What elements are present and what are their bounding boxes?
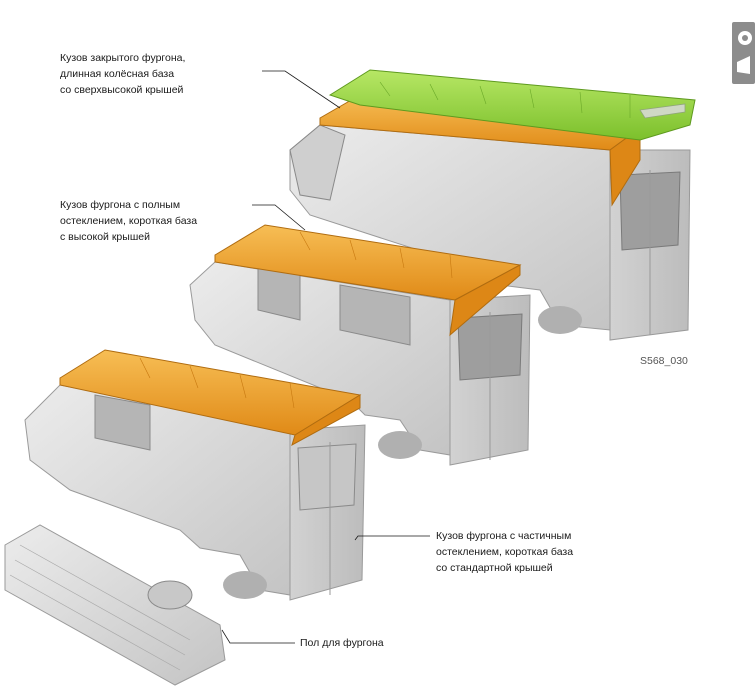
label-line: длинная колёсная база xyxy=(60,68,175,80)
leader-van-extra-high xyxy=(262,70,341,109)
van2-orange-roof-rear xyxy=(449,264,521,337)
label-line: Пол для фургона xyxy=(300,637,384,649)
van-extra-high-roof xyxy=(289,69,696,341)
label-line: со сверхвысокой крышей xyxy=(60,84,184,96)
van1-cab xyxy=(289,124,346,201)
corner-tab-icon xyxy=(732,22,755,84)
leader-van-full-glazing xyxy=(252,204,306,231)
van3-wheel-arch xyxy=(223,571,267,599)
van3-side-window xyxy=(94,394,151,451)
label-line: Кузов закрытого фургона, xyxy=(60,52,186,64)
label-van-partial-glazing: Кузов фургона с частичным остеклением, к… xyxy=(436,528,573,576)
van-floor xyxy=(4,524,226,686)
label-line: остеклением, короткая база xyxy=(60,215,198,227)
label-line: остеклением, короткая база xyxy=(436,546,574,558)
label-line: со стандартной крышей xyxy=(436,562,553,574)
label-van-full-glazing: Кузов фургона с полным остеклением, коро… xyxy=(60,197,197,245)
label-van-floor: Пол для фургона xyxy=(300,635,384,651)
leader-van-partial-glazing xyxy=(354,535,430,541)
van1-green-roof xyxy=(328,69,696,141)
floor-panel xyxy=(4,524,226,686)
leader-floor xyxy=(221,629,295,644)
label-van-extra-high: Кузов закрытого фургона, длинная колёсна… xyxy=(60,50,185,98)
van-partial-glazing-standard-roof xyxy=(24,349,366,601)
floor-spare-wheel-well xyxy=(147,580,193,610)
van1-wheel-arch xyxy=(538,306,582,334)
label-line: Кузов фургона с полным xyxy=(60,199,181,211)
van3-rear-panel xyxy=(297,443,357,511)
figure-id: S568_030 xyxy=(640,355,688,367)
van2-wheel-arch xyxy=(378,431,422,459)
label-line: с высокой крышей xyxy=(60,231,150,243)
van3-orange-roof-rear xyxy=(291,394,361,447)
label-line: Кузов фургона с частичным xyxy=(436,530,572,542)
leader-lines xyxy=(221,70,430,644)
van2-side-window-2 xyxy=(339,284,411,346)
van-full-glazing-high-roof xyxy=(189,224,531,466)
